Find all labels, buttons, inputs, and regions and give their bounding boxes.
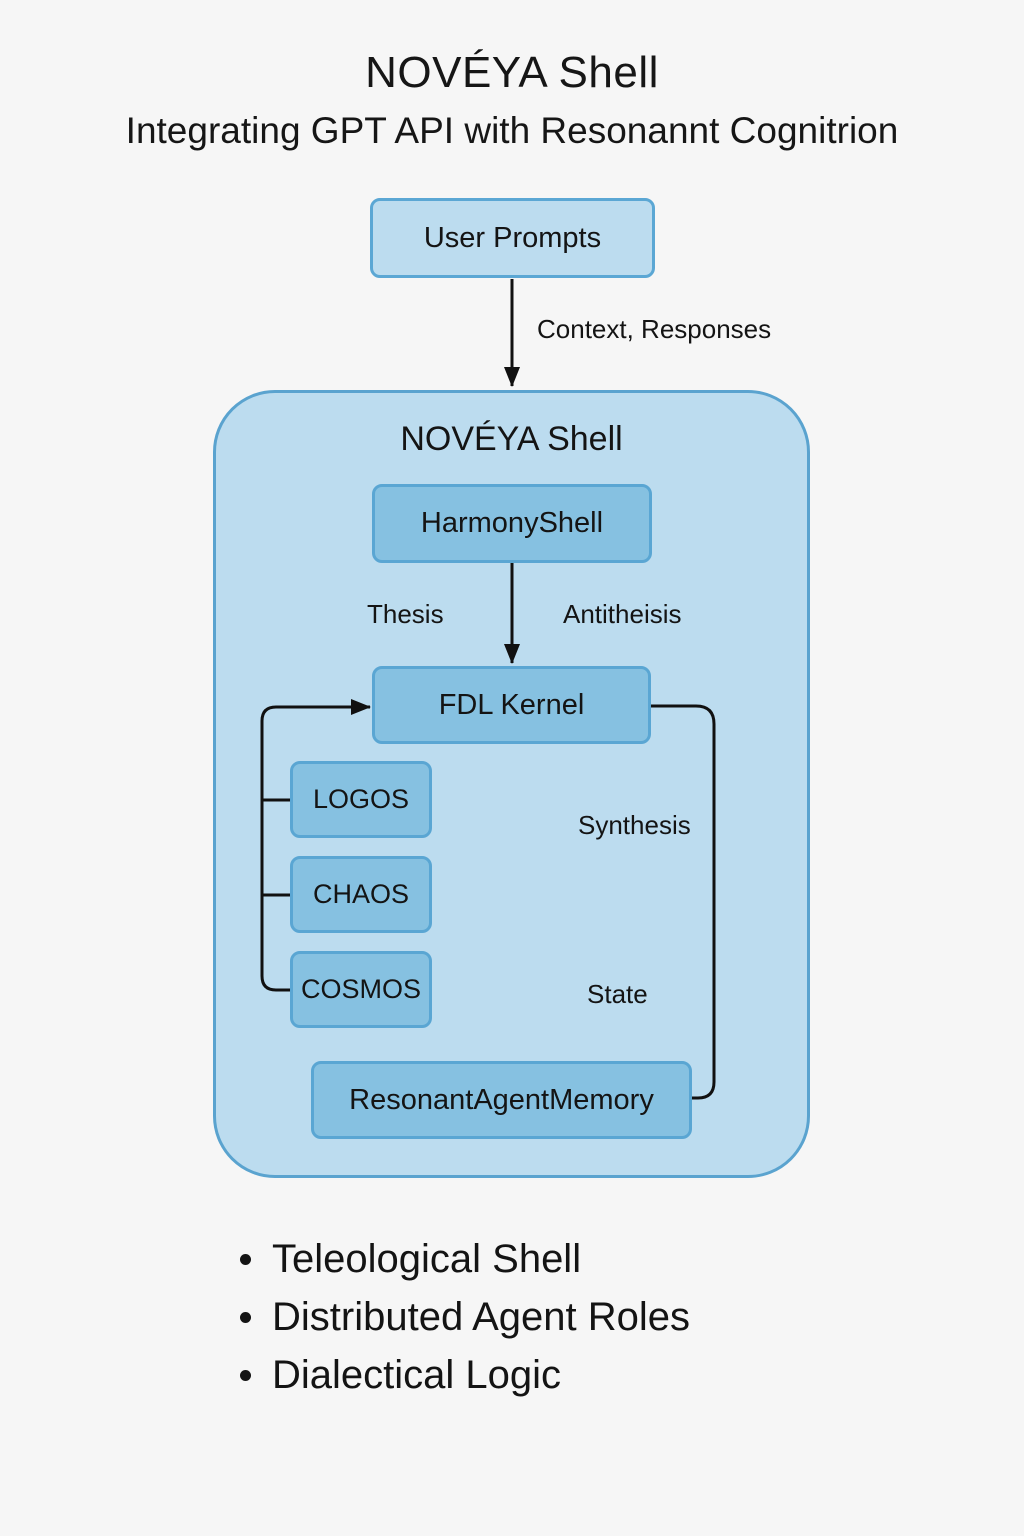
logos-label: LOGOS <box>312 784 410 814</box>
harmony-shell-label: HarmonyShell <box>420 507 604 539</box>
page-subtitle: Integrating GPT API with Resonannt Cogni… <box>125 110 899 151</box>
feature-list: Teleological Shell Distributed Agent Rol… <box>240 1230 690 1404</box>
feature-item: Dialectical Logic <box>240 1346 690 1404</box>
page-title: NOVÉYA Shell <box>365 48 659 97</box>
chaos-label: CHAOS <box>312 879 410 909</box>
memory-label: ResonantAgentMemory <box>349 1083 654 1116</box>
user-prompts-node: User Prompts <box>370 198 655 278</box>
feature-item: Distributed Agent Roles <box>240 1288 690 1346</box>
harmony-shell-node: HarmonyShell <box>372 484 652 563</box>
feature-item: Teleological Shell <box>240 1230 690 1288</box>
synthesis-label: Synthesis <box>578 810 691 840</box>
cosmos-label: COSMOS <box>300 974 421 1004</box>
bullet-icon <box>240 1253 251 1265</box>
resonant-agent-memory-node: ResonantAgentMemory <box>311 1061 692 1139</box>
fdl-kernel-label: FDL Kernel <box>438 688 585 721</box>
fdl-kernel-node: FDL Kernel <box>372 666 651 744</box>
cosmos-node: COSMOS <box>290 951 432 1028</box>
state-label: State <box>587 979 648 1009</box>
antithesis-label: Antitheisis <box>563 599 682 629</box>
kernel-to-memory-line <box>651 704 716 1100</box>
user-prompts-label: User Prompts <box>423 221 602 254</box>
feature-text: Dialectical Logic <box>272 1353 562 1397</box>
feature-text: Distributed Agent Roles <box>272 1295 691 1339</box>
bullet-icon <box>240 1311 251 1323</box>
container-title: NOVÉYA Shell <box>400 420 623 458</box>
logos-node: LOGOS <box>290 761 432 838</box>
context-responses-label: Context, Responses <box>537 314 772 344</box>
agent-bus-line <box>260 699 371 992</box>
chaos-node: CHAOS <box>290 856 432 933</box>
bullet-icon <box>240 1369 251 1381</box>
thesis-label: Thesis <box>367 599 444 629</box>
feature-text: Teleological Shell <box>272 1237 582 1281</box>
